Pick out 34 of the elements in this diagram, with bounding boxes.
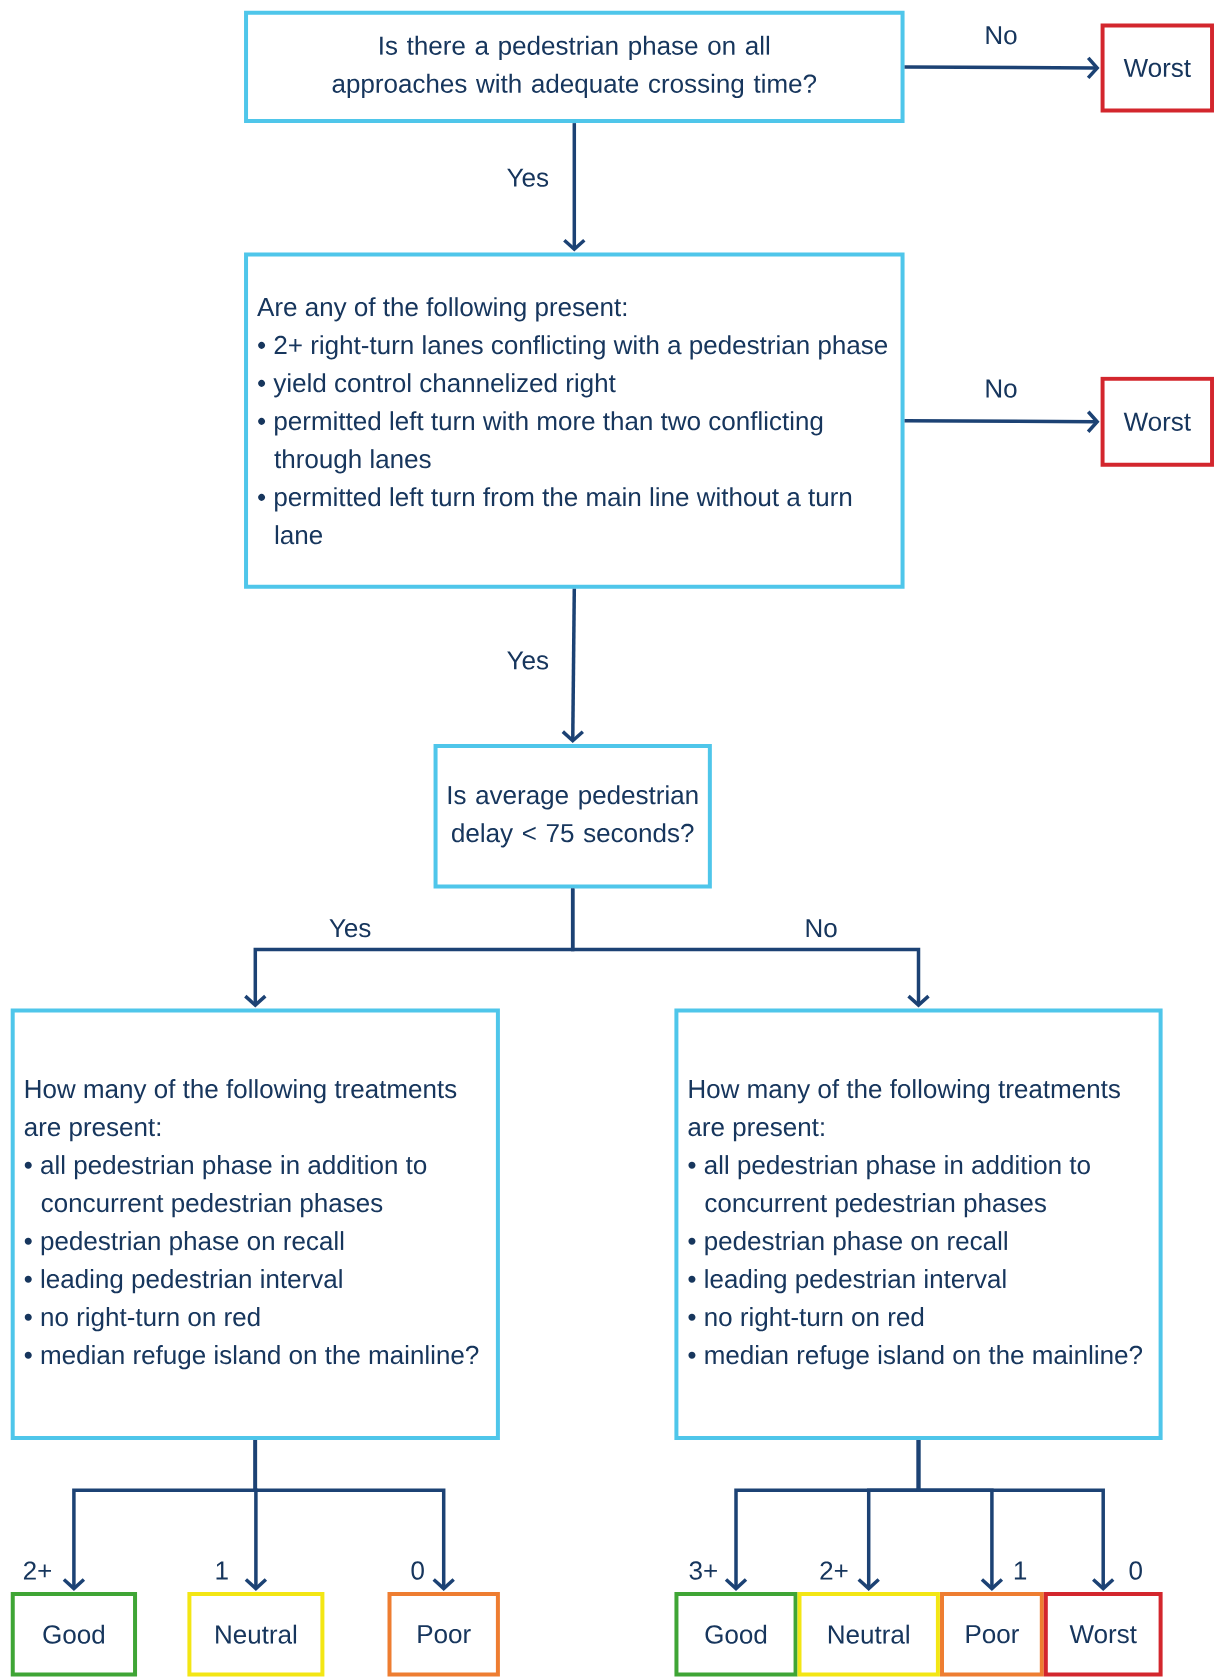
arrow [253,1439,455,1591]
question-box: How many of the following treatments are present: • all pedestrian phase in addition to concurrent pedestrian phases • pedestrian phase on recall • leading pedestrian interval • no right-turn on red • median refuge island on the mainline? [674,1008,1163,1440]
decision-box: Is average pedestrian delay < 75 seconds? [433,744,712,889]
arrow [561,588,584,744]
edge-label: No [986,379,1017,398]
edge-label: Yes [507,168,549,187]
arrow [904,410,1100,433]
edge-label: 2+ [23,1561,51,1580]
edge-label: No [986,26,1017,45]
decision-box: Good [10,1591,138,1677]
decision-box: Is there a pedestrian phase on all approaches with adequate crossing time? [244,10,905,124]
edge-label: No [806,919,837,938]
edge-label: 1 [1014,1561,1027,1580]
edge-label: 3+ [689,1561,717,1580]
decision-box: Poor [387,1591,500,1677]
edge-label: 2+ [820,1561,848,1580]
edge-label: 0 [1129,1561,1142,1580]
edge-label: 0 [411,1561,424,1580]
decision-box: Neutral [187,1591,325,1677]
decision-box: Good [674,1591,798,1677]
decision-box: Poor [940,1591,1044,1677]
edge-label: Yes [329,919,371,938]
decision-box: Neutral [797,1591,940,1677]
arrow [904,56,1100,80]
question-box: Are any of the following present: • 2+ right-turn lanes conflicting with a pedestrian phase • yield control channelized right • permitted left turn with more than two conflicting through lanes • permitted left turn from the main line without a turn lane [244,252,905,589]
edge-label: 1 [216,1561,228,1580]
arrow [563,123,586,252]
arrow [916,1439,1115,1591]
arrow [570,888,930,1008]
decision-box: Worst [1100,376,1214,467]
decision-box: Worst [1043,1591,1163,1677]
edge-label: Yes [507,651,549,670]
question-box: How many of the following treatments are present: • all pedestrian phase in addition to concurrent pedestrian phases • pedestrian phase on recall • leading pedestrian interval • no right-turn on red • median refuge island on the mainline? [10,1008,500,1440]
decision-box: Worst [1100,23,1214,113]
